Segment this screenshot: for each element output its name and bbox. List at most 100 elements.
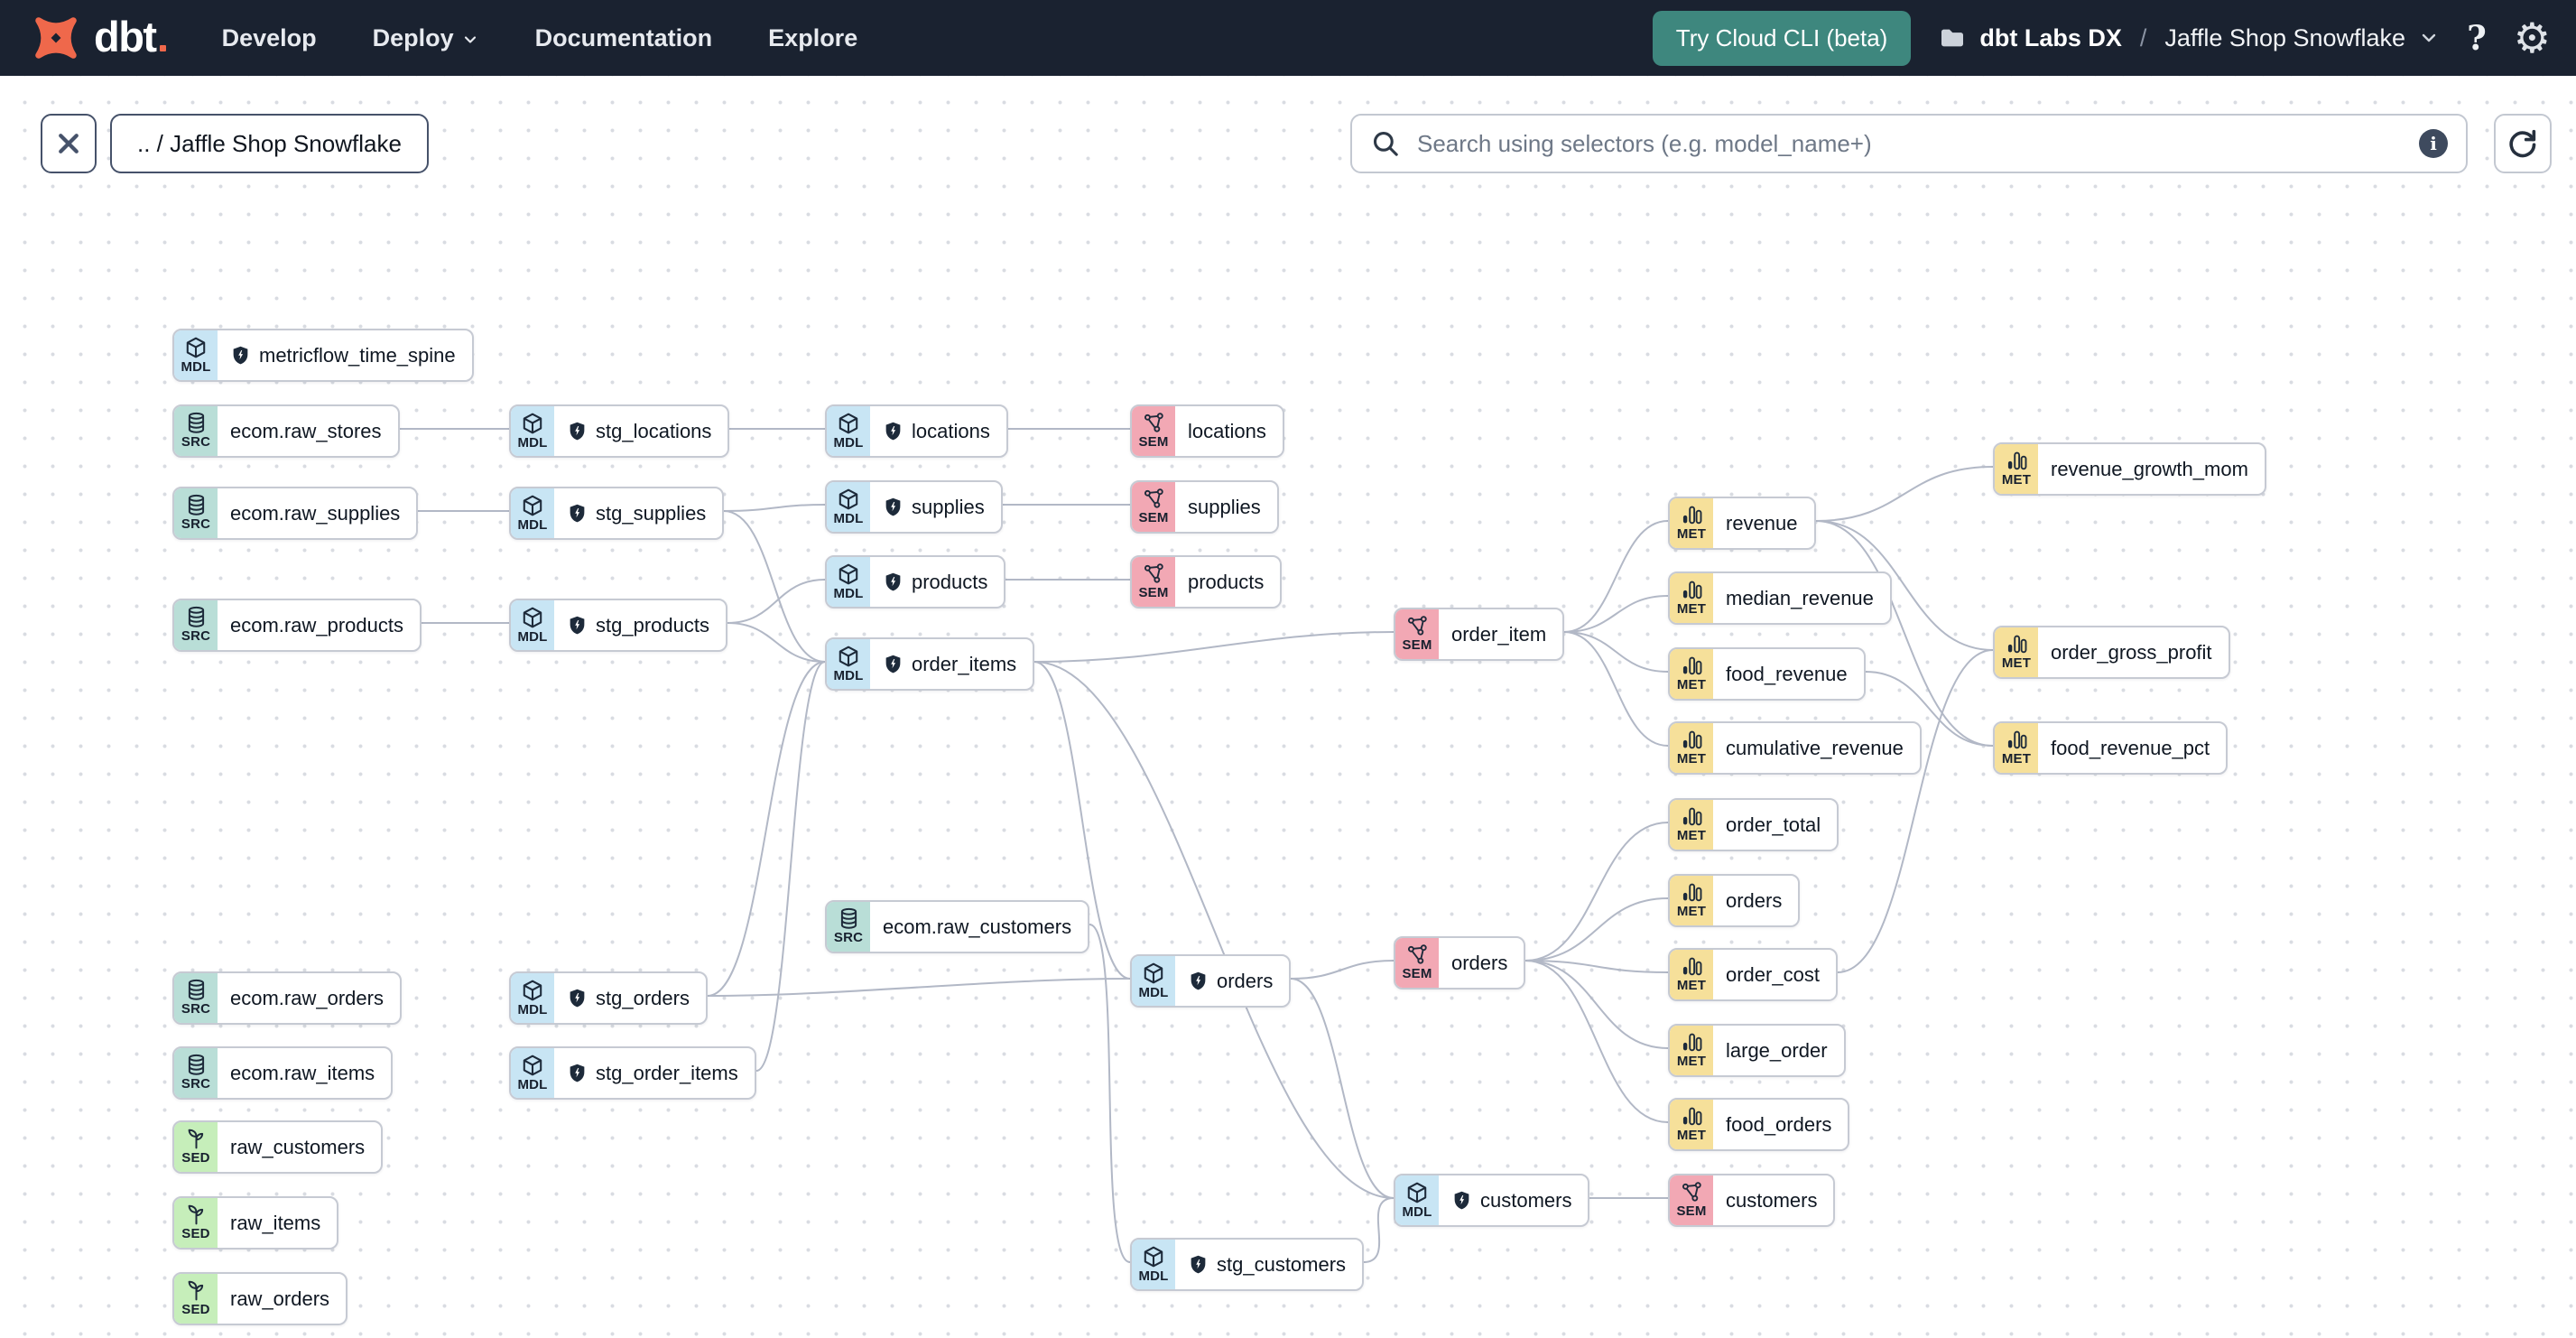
node-name: raw_customers	[218, 1122, 381, 1172]
refresh-button[interactable]	[2494, 114, 2552, 173]
cube-icon	[1142, 962, 1165, 985]
node-type-label: SEM	[1402, 966, 1432, 982]
node-type-label: MDL	[833, 667, 864, 683]
node-label: ecom.raw_items	[230, 1061, 375, 1084]
cube-icon	[837, 645, 860, 668]
nav-item-deploy[interactable]: Deploy	[373, 24, 479, 52]
database-icon	[838, 907, 860, 930]
close-lineage-button[interactable]	[41, 114, 97, 173]
node-type-badge: SED	[174, 1274, 218, 1324]
shield-icon	[230, 345, 251, 366]
node-src_stores[interactable]: SRC ecom.raw_stores	[172, 404, 400, 458]
node-type-badge: MET	[1670, 1100, 1713, 1149]
nav-item-explore[interactable]: Explore	[768, 23, 858, 51]
node-type-badge: MDL	[1132, 956, 1175, 1006]
node-sem_orders[interactable]: SEM orders	[1394, 936, 1526, 990]
node-label: products	[1188, 570, 1265, 593]
node-name: ecom.raw_stores	[218, 406, 398, 456]
node-name: food_orders	[1713, 1100, 1848, 1149]
bar-chart-icon	[1681, 1105, 1703, 1128]
node-name: revenue_growth_mom	[2038, 444, 2265, 494]
folder-icon	[1938, 23, 1967, 52]
nav-item-develop[interactable]: Develop	[221, 23, 317, 51]
node-sed_raw_orders[interactable]: SED raw_orders	[172, 1272, 348, 1325]
node-label: raw_orders	[230, 1287, 330, 1310]
node-label: locations	[1188, 419, 1266, 442]
project-name: Jaffle Shop Snowflake	[2164, 23, 2406, 51]
info-icon[interactable]: i	[2419, 129, 2448, 158]
cube-icon	[521, 494, 544, 517]
node-type-badge: MDL	[827, 406, 870, 456]
node-type-badge: MET	[1995, 627, 2038, 677]
node-name: orders	[1439, 938, 1524, 988]
try-cloud-cli-button[interactable]: Try Cloud CLI (beta)	[1652, 10, 1912, 66]
node-name: cumulative_revenue	[1713, 723, 1920, 773]
node-met_large_order[interactable]: MET large_order	[1668, 1024, 1846, 1077]
help-icon[interactable]: ?	[2467, 18, 2487, 58]
account-breadcrumb[interactable]: dbt Labs DX / Jaffle Shop Snowflake	[1938, 23, 2440, 52]
node-type-badge: SEM	[1132, 557, 1175, 607]
node-name: orders	[1175, 956, 1289, 1006]
nav-item-documentation[interactable]: Documentation	[534, 23, 713, 51]
node-type-label: SRC	[181, 434, 211, 451]
search-input[interactable]	[1415, 128, 2405, 159]
refresh-icon	[2506, 126, 2540, 161]
node-label: cumulative_revenue	[1726, 736, 1904, 759]
node-type-badge: MDL	[511, 600, 554, 650]
node-type-badge: MET	[1995, 444, 2038, 494]
close-icon	[55, 130, 82, 157]
node-type-label: MDL	[1402, 1203, 1432, 1220]
node-name: stg_locations	[554, 406, 727, 456]
gear-icon[interactable]: ⚙	[2513, 14, 2551, 62]
node-type-badge: MET	[1670, 876, 1713, 925]
node-mdl_orders[interactable]: MDL orders	[1130, 954, 1292, 1008]
lineage-breadcrumb[interactable]: .. / Jaffle Shop Snowflake	[110, 114, 429, 173]
node-label: large_order	[1726, 1038, 1828, 1062]
node-type-label: MDL	[1138, 984, 1169, 1000]
node-name: stg_order_items	[554, 1048, 755, 1098]
node-type-label: SEM	[1676, 1203, 1707, 1220]
node-name: ecom.raw_supplies	[218, 488, 416, 538]
node-type-label: MET	[1676, 978, 1707, 994]
node-type-label: MET	[1676, 601, 1707, 618]
dbt-logo[interactable]: dbt	[31, 13, 166, 63]
node-type-label: MET	[1676, 1054, 1707, 1070]
node-type-badge: MDL	[511, 406, 554, 456]
node-type-badge: MET	[1670, 950, 1713, 999]
node-sem_products[interactable]: SEM products	[1130, 555, 1283, 609]
